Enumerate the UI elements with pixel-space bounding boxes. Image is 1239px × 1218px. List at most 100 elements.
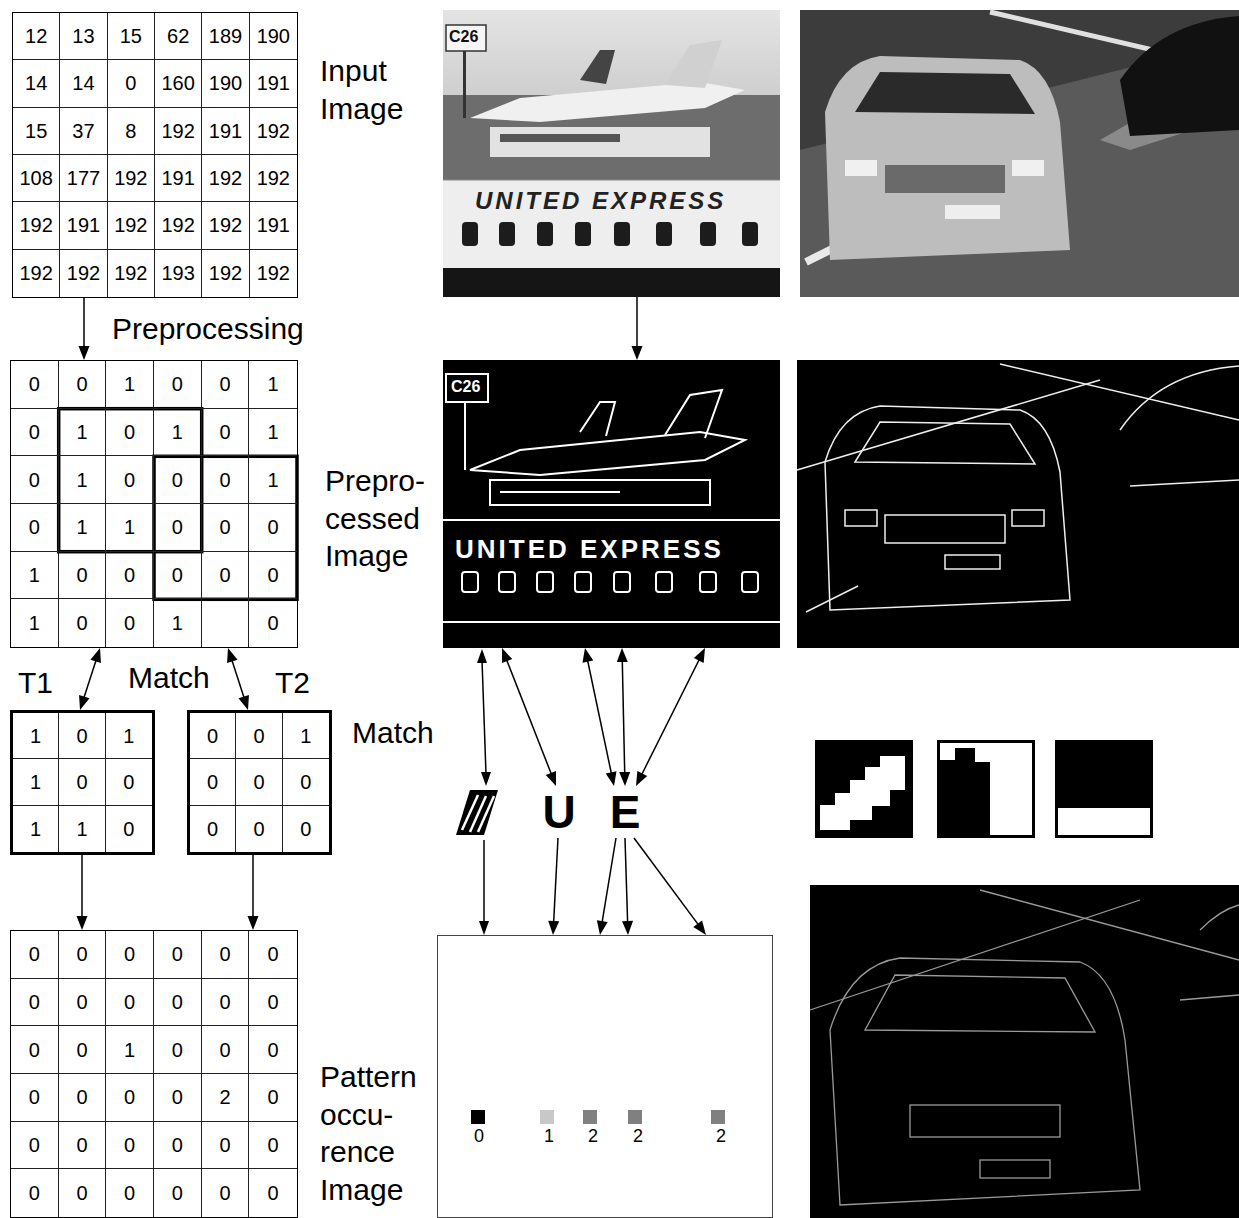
text-slot: 2: [588, 1126, 598, 1148]
cell-value: 0: [76, 1085, 87, 1109]
cell-value: 190: [209, 71, 242, 95]
cell-value: 0: [76, 1133, 87, 1157]
illustration-part: [470, 82, 745, 122]
cell-value: 0: [219, 1038, 230, 1062]
grid-cell: 1: [106, 713, 152, 759]
grid-cell: 191: [250, 60, 297, 107]
grid-cell: 192: [155, 202, 202, 249]
grid-cell: 0: [59, 1026, 107, 1074]
occurrence-mark: [540, 1110, 554, 1124]
grid-cell: 14: [60, 60, 107, 107]
grid-cell: 0: [202, 1169, 250, 1217]
illustration-part: [482, 660, 486, 774]
connector-line: [554, 838, 558, 923]
grid-cell: 191: [155, 155, 202, 202]
grid-cell: 0: [154, 504, 202, 552]
illustration-part: [443, 519, 780, 521]
arrow-head: [238, 695, 248, 710]
cell-value: 192: [114, 166, 147, 190]
grid-cell: 1: [13, 806, 59, 852]
grid-cell: 0: [106, 1074, 154, 1122]
grid-cell: 192: [202, 250, 249, 297]
cell-value: 0: [123, 770, 134, 794]
grid-cell: 0: [59, 979, 107, 1027]
arrow-head: [619, 772, 630, 786]
illustration-part: [845, 510, 877, 526]
cell-value: 0: [300, 817, 311, 841]
cell-value: 0: [29, 1133, 40, 1157]
cell-value: 0: [172, 468, 183, 492]
arrow-head: [606, 771, 617, 786]
cell-value: 108: [19, 166, 52, 190]
illustration-part: [443, 180, 780, 181]
grid-cell: 0: [11, 1169, 59, 1217]
connector: [636, 648, 705, 786]
cell-value: 14: [72, 71, 94, 95]
connector: [617, 648, 630, 786]
illustration-part: [940, 748, 990, 835]
connector-line: [81, 855, 83, 918]
cell-value: 2: [219, 1085, 230, 1109]
illustration-part: [1120, 366, 1239, 430]
cell-value: 0: [29, 468, 40, 492]
pixel-grid: T1101100110: [10, 710, 155, 855]
grid-cell: 0: [154, 1074, 202, 1122]
illustration-part: [462, 795, 478, 830]
grid-cell: 1: [154, 599, 202, 647]
illustration-part: [810, 890, 1239, 1205]
connector: [502, 648, 556, 786]
grid-cell: 13: [60, 13, 107, 60]
cell-value: 1: [30, 724, 41, 748]
figure-label: Prepro- cessed Image: [325, 462, 437, 575]
occurrence-mark: [628, 1110, 642, 1124]
cell-value: 0: [124, 942, 135, 966]
cell-value: 0: [76, 942, 87, 966]
grid-cell: 0: [202, 931, 250, 979]
cell-value: 0: [219, 942, 230, 966]
arrow-head: [227, 648, 237, 663]
illustration-part: [820, 756, 905, 830]
cell-value: 0: [268, 1085, 279, 1109]
grid-cell: 0: [59, 759, 105, 805]
cell-value: 1: [29, 611, 40, 635]
car-edge-photo: [797, 360, 1239, 648]
illustration-part: [845, 160, 877, 176]
cell-value: 1: [268, 372, 279, 396]
grid-cell: 0: [202, 361, 250, 409]
grid-cell: 192: [202, 155, 249, 202]
text-slot: UNITED EXPRESS: [455, 534, 724, 565]
cell-value: 0: [76, 990, 87, 1014]
grid-cell: 0: [106, 456, 154, 504]
illustration-part: [656, 572, 672, 592]
grid-cell: 192: [60, 250, 107, 297]
illustration-part: [500, 491, 620, 493]
arrow-head: [636, 771, 647, 786]
illustration-part: [462, 222, 478, 246]
cell-value: 0: [268, 942, 279, 966]
grid-cell: 1: [59, 409, 107, 457]
illustration-part: [815, 740, 913, 838]
illustration-part: [910, 1105, 1060, 1137]
cell-value: 0: [253, 770, 264, 794]
arrow-head: [502, 648, 512, 663]
grid-cell: 0: [106, 931, 154, 979]
grid-cell: 0: [154, 1122, 202, 1170]
grid-cell: 0: [106, 1169, 154, 1217]
cell-value: 192: [209, 261, 242, 285]
cell-value: 1: [300, 724, 311, 748]
cell-value: 0: [172, 1133, 183, 1157]
cell-value: 0: [207, 724, 218, 748]
grid-cell: 190: [250, 13, 297, 60]
grid-cell: 0: [59, 1122, 107, 1170]
cell-value: 1: [29, 563, 40, 587]
occurrence-image: 01222: [437, 935, 773, 1218]
cell-value: 1: [76, 515, 87, 539]
illustration-part: [945, 205, 1000, 219]
grid-cell: 192: [250, 250, 297, 297]
connector-line: [641, 659, 699, 776]
grid-cell: 0: [106, 552, 154, 600]
figure-label-slot: Match: [128, 660, 210, 696]
cell-value: 0: [219, 420, 230, 444]
arrow-head: [582, 648, 593, 663]
match-window: [154, 456, 297, 599]
